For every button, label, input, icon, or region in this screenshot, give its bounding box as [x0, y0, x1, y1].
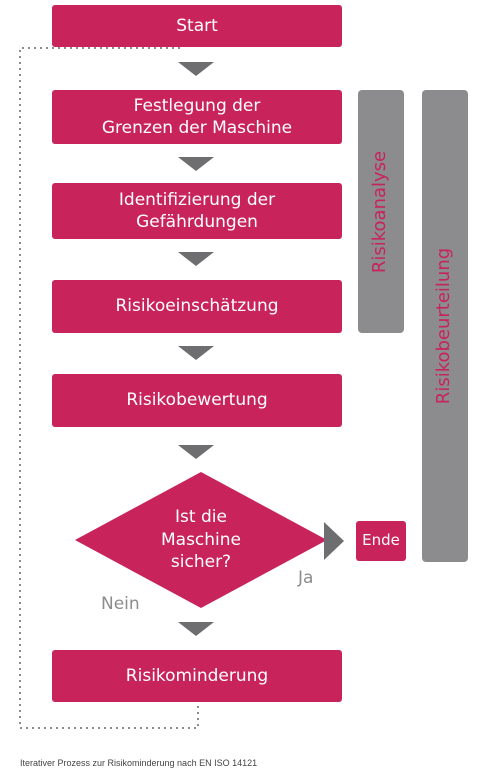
no-label: Nein	[101, 594, 140, 614]
yes-arrow	[324, 522, 344, 560]
arrow-down-icon	[178, 346, 214, 360]
end-box: Ende	[356, 521, 406, 561]
start-box: Start	[52, 5, 342, 47]
arrow-down-icon	[178, 157, 214, 171]
arrow-down-icon	[178, 252, 214, 266]
arrow-down-icon	[178, 62, 214, 76]
figure-caption: Iterativer Prozess zur Risikominderung n…	[20, 758, 258, 768]
arrow-down-icon	[178, 622, 214, 636]
risk-assessment-bar	[422, 90, 468, 562]
step-identify-hazards: Identifizierung der Gefährdungen	[52, 183, 342, 239]
step-define-limits: Festlegung der Grenzen der Maschine	[52, 90, 342, 144]
risk-assessment-label: Risikobeurteilung	[433, 247, 454, 405]
decision-diamond	[75, 472, 327, 608]
decision-text: Ist die Maschine sicher?	[160, 507, 242, 573]
step-risk-estimation: Risikoeinschätzung	[52, 280, 342, 333]
step-risk-reduction: Risikominderung	[52, 650, 342, 702]
step-risk-evaluation: Risikobewertung	[52, 374, 342, 427]
risk-analysis-bar	[358, 90, 404, 333]
arrow-down-icon	[178, 445, 214, 459]
risk-analysis-label: Risikoanalyse	[369, 150, 390, 274]
yes-label: Ja	[298, 568, 314, 588]
